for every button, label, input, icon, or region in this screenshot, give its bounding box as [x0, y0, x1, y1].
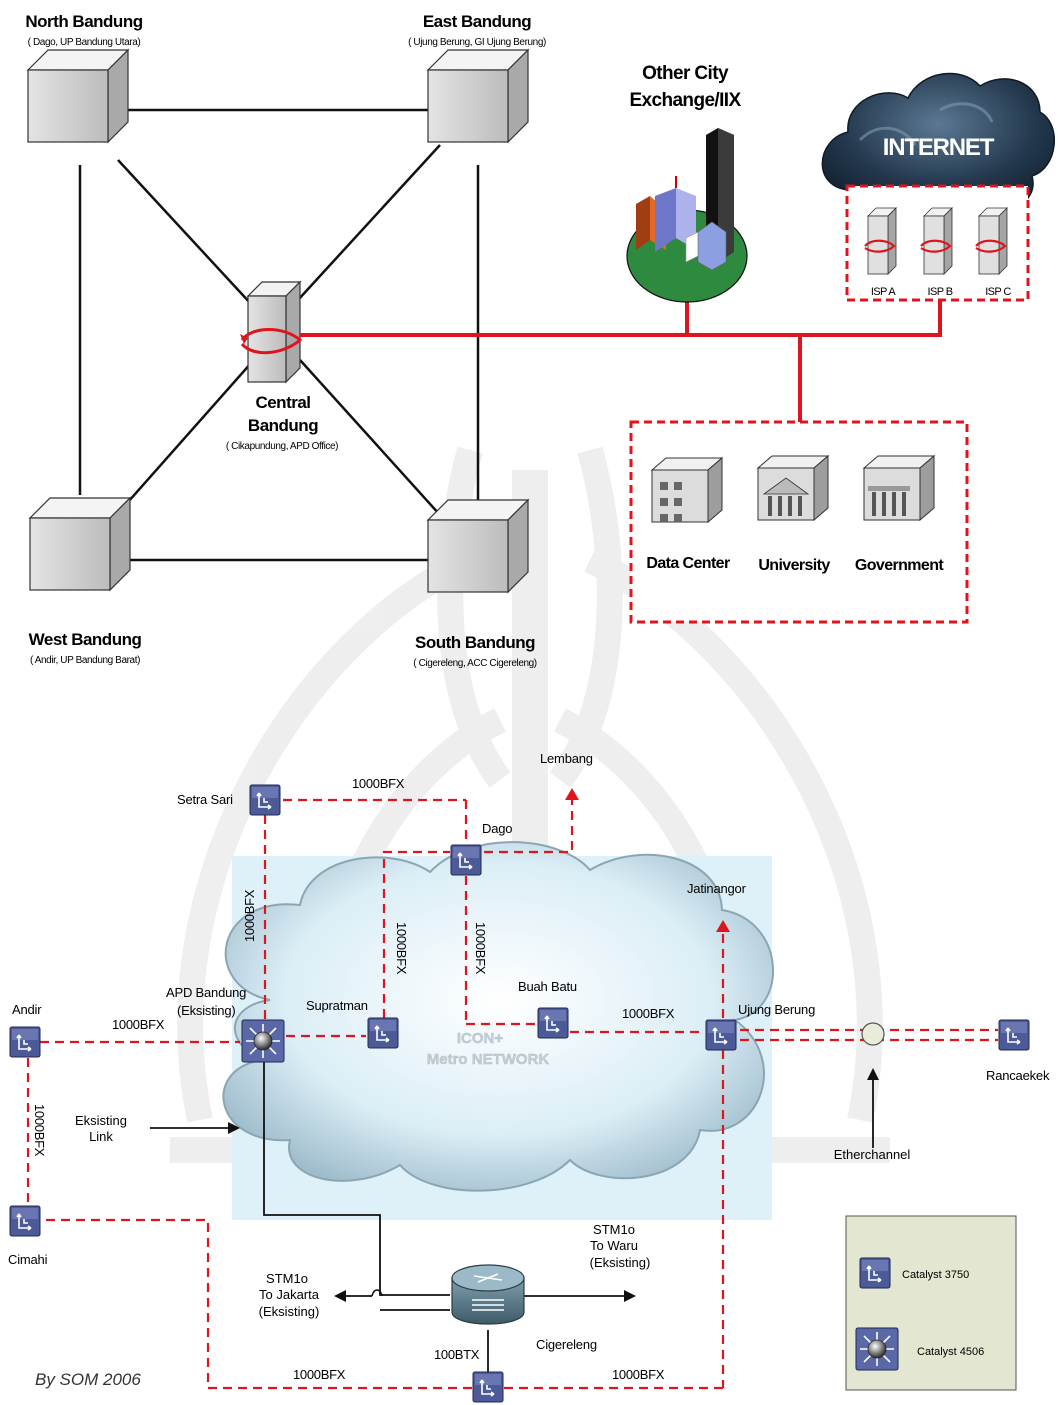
supratman-switch[interactable]	[367, 1017, 399, 1049]
legend-catalyst-3750-label: Catalyst 3750	[902, 1269, 969, 1281]
south-bandung-label: South Bandung	[415, 633, 535, 652]
stm-waru-1: STM1o	[593, 1222, 635, 1237]
north-bandung-server	[27, 49, 129, 143]
link-buah-ujung: 1000BFX	[622, 1006, 675, 1021]
line-hop	[371, 1289, 383, 1297]
black-arrow-heads	[228, 1068, 879, 1302]
link-supratman-vert: 1000BFX	[394, 922, 409, 975]
link-dago-vert: 1000BFX	[473, 922, 488, 975]
ujung-berung-switch[interactable]	[705, 1019, 737, 1051]
stm-jakarta-3: (Eksisting)	[259, 1304, 320, 1319]
internet-label: INTERNET	[883, 134, 995, 161]
legend-catalyst-4506-icon	[855, 1327, 899, 1371]
university-building-icon	[757, 455, 829, 521]
andir-label: Andir	[12, 1002, 42, 1017]
etherchannel-ring	[861, 1022, 885, 1046]
andir-switch[interactable]	[9, 1026, 41, 1058]
eksisting-label-1: Eksisting	[75, 1113, 127, 1128]
link-setra-top: 1000BFX	[352, 776, 405, 791]
west-bandung-server	[29, 497, 131, 591]
rancaekek-switch[interactable]	[998, 1019, 1030, 1051]
cimahi-switch[interactable]	[9, 1205, 41, 1237]
lembang-label: Lembang	[540, 751, 593, 766]
east-bandung-server	[427, 49, 529, 143]
link-cig-left: 1000BFX	[293, 1367, 346, 1382]
rancaekek-label: Rancaekek	[986, 1068, 1050, 1083]
north-bandung-sub: ( Dago, UP Bandung Utara)	[28, 37, 141, 48]
dago-label: Dago	[482, 821, 512, 836]
east-bandung-label: East Bandung	[423, 12, 531, 31]
cigereleng-switch[interactable]	[472, 1371, 504, 1403]
legend-catalyst-4506-label: Catalyst 4506	[917, 1346, 984, 1358]
cigereleng-router-icon	[451, 1264, 525, 1325]
internet-cloud	[821, 72, 1055, 219]
central-sub: ( Cikapundung, APD Office)	[226, 441, 338, 452]
north-bandung-label: North Bandung	[25, 12, 142, 31]
stm-waru-2: To Waru	[590, 1238, 638, 1253]
apd-label-2: (Eksisting)	[177, 1003, 235, 1018]
isp-c-server	[974, 206, 1009, 276]
isp-a-server	[863, 206, 898, 276]
link-cig-right: 1000BFX	[612, 1367, 665, 1382]
jatinangor-label: Jatinangor	[687, 881, 747, 896]
link-andir-apd: 1000BFX	[112, 1017, 165, 1032]
data-center-label: Data Center	[646, 555, 730, 572]
east-bandung-sub: ( Ujung Berung, GI Ujung Berung)	[408, 37, 546, 48]
cigereleng-label: Cigereleng	[536, 1337, 597, 1352]
central-bandung-server	[240, 280, 303, 384]
university-label: University	[758, 557, 830, 574]
eksisting-links	[150, 1062, 874, 1372]
government-label: Government	[855, 557, 945, 574]
eksisting-label-2: Link	[89, 1129, 113, 1144]
buah-batu-switch[interactable]	[537, 1007, 569, 1039]
city-buildings-icon	[626, 128, 748, 303]
link-andir-cimahi: 1000BFX	[32, 1104, 47, 1157]
legend: Catalyst 3750 Catalyst 4506	[845, 1215, 1017, 1391]
cimahi-label: Cimahi	[8, 1252, 48, 1267]
link-cig-up: 100BTX	[434, 1347, 480, 1362]
buah-batu-label: Buah Batu	[518, 979, 577, 994]
stm-jakarta-2: To Jakarta	[259, 1287, 320, 1302]
stm-jakarta-1: STM1o	[266, 1271, 308, 1286]
isp-a-label: ISP A	[871, 286, 897, 298]
central-label-2: Bandung	[248, 416, 318, 435]
dago-switch[interactable]	[450, 844, 482, 876]
etherchannel-label: Etherchannel	[834, 1147, 911, 1162]
west-bandung-label: West Bandung	[29, 630, 142, 649]
stm-waru-3: (Eksisting)	[590, 1255, 651, 1270]
setra-sari-switch[interactable]	[249, 784, 281, 816]
data-center-building-icon	[651, 457, 723, 523]
other-city-label-1: Other City	[642, 63, 729, 84]
link-setra-vert: 1000BFX	[242, 889, 257, 942]
credit-label: By SOM 2006	[35, 1370, 141, 1389]
metro-links	[26, 796, 998, 1390]
isp-b-label: ISP B	[928, 286, 953, 298]
isp-c-label: ISP C	[985, 286, 1011, 298]
top-links	[78, 108, 480, 562]
central-label-1: Central	[255, 393, 310, 412]
metro-cloud	[222, 841, 775, 1192]
supratman-label: Supratman	[306, 998, 368, 1013]
arrow-heads	[565, 788, 730, 932]
red-backbone	[300, 295, 942, 422]
cloud-label-1: ICON+	[457, 1030, 504, 1047]
ujung-berung-label: Ujung Berung	[738, 1002, 815, 1017]
south-bandung-server	[427, 499, 529, 593]
isp-b-server	[919, 206, 954, 276]
legend-catalyst-3750-icon	[859, 1257, 891, 1289]
south-bandung-sub: ( Cigereleng, ACC Cigereleng)	[413, 658, 537, 669]
apd-bandung-switch[interactable]	[241, 1019, 285, 1063]
cloud-label-2: Metro NETWORK	[427, 1051, 550, 1068]
government-building-icon	[863, 455, 935, 521]
west-bandung-sub: ( Andir, UP Bandung Barat)	[30, 655, 140, 666]
other-city-label-2: Exchange/IIX	[629, 90, 741, 111]
apd-label-1: APD Bandung	[166, 985, 246, 1000]
setra-sari-label: Setra Sari	[177, 792, 233, 807]
